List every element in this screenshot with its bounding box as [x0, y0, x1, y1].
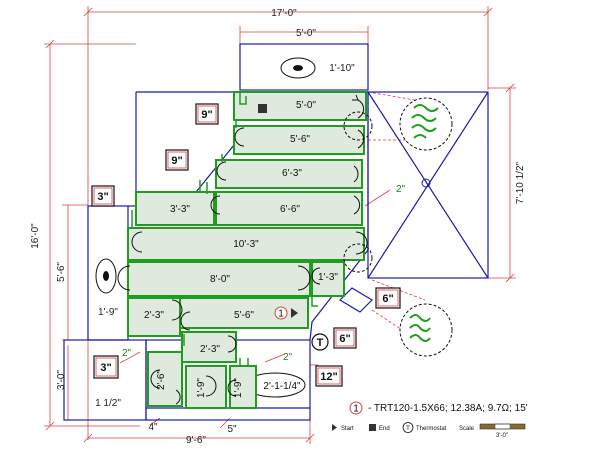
run-label: 1'-3" — [318, 272, 338, 283]
run-area — [215, 191, 363, 226]
thermostat-glyph: T — [317, 337, 324, 349]
svg-text:3": 3" — [97, 191, 108, 203]
run-label: 5'-6" — [290, 134, 310, 145]
direction-arrows — [117, 94, 368, 405]
clearance-box: 9" — [195, 103, 219, 125]
svg-text:9": 9" — [171, 155, 182, 167]
detail-circle — [343, 111, 373, 141]
clearance-box: 12" — [315, 365, 343, 387]
dim-overall-width: 17'-0" — [271, 8, 297, 19]
legend-thermostat-glyph: T — [406, 426, 410, 432]
run-area — [185, 365, 227, 409]
dim-gap-left: 2" — [122, 348, 132, 359]
toilet-left-icon — [95, 258, 117, 294]
dim-bottom-a: 4" — [148, 422, 158, 433]
end-marker — [258, 104, 267, 113]
run-area — [233, 125, 365, 155]
dim-left-mid: 5'-6" — [56, 262, 67, 282]
legend-scale-label: Scale — [459, 426, 475, 432]
circuit-marker — [274, 306, 288, 320]
clearance-box: 3" — [93, 355, 119, 379]
run-area — [311, 261, 345, 297]
circuit-number-on-plan: 1 — [278, 309, 284, 320]
run-label: 1'-9" — [196, 378, 207, 398]
start-marker — [291, 308, 298, 318]
dim-left-overall: 16'-0" — [30, 223, 41, 249]
svg-text:6": 6" — [339, 333, 350, 345]
dim-bottom-overall: 9'-6" — [186, 435, 206, 446]
clearance-boxes: 9" 9" 3" 6" 6" 3" 12 — [91, 103, 401, 387]
legend-circuit-icon — [349, 401, 363, 415]
dim-gap-bottom: 2" — [283, 352, 293, 363]
svg-text:3": 3" — [100, 362, 111, 374]
run-label: 2'-3" — [200, 344, 220, 355]
drain-icon — [421, 178, 431, 188]
legend-circuit-text: - TRT120-1.5X66; 12.38A; 9.7Ω; 15' — [368, 403, 528, 414]
svg-text:12": 12" — [320, 371, 337, 383]
dim-bottom-b: 5" — [227, 424, 237, 435]
thermostat-icon — [311, 333, 329, 351]
run-label: 2'-1-1/4" — [263, 381, 301, 392]
run-label: 6'-6" — [280, 204, 300, 215]
run-label: 8'-0" — [210, 274, 230, 285]
run-area — [135, 191, 215, 226]
detail-circle — [343, 243, 373, 273]
svg-text:6": 6" — [382, 293, 393, 305]
run-labels: 5'-0" 5'-6" 6'-3" 3'-3" 6'-6" 10'-3" 8'-… — [144, 100, 338, 398]
run-label: 10'-3" — [233, 239, 259, 250]
legend: 1 - TRT120-1.5X66; 12.38A; 9.7Ω; 15' Sta… — [332, 401, 528, 439]
dim-gap-right: 2" — [396, 184, 406, 195]
heating-runs — [127, 91, 367, 409]
clearance-box: 3" — [91, 185, 115, 207]
dim-right: 7'-10 1/2" — [515, 161, 526, 204]
legend-end-label: End — [379, 426, 390, 432]
legend-thermostat-label: Thermostat — [416, 426, 447, 432]
run-area — [233, 91, 367, 121]
run-label: 5'-0" — [296, 100, 316, 111]
run-area — [215, 159, 363, 189]
dim-left-side-run: 1'-9" — [98, 307, 118, 318]
clearance-box: 6" — [333, 327, 357, 349]
legend-thermostat-icon — [402, 422, 414, 433]
run-label: 6'-3" — [282, 168, 302, 179]
run-label: 1'-9" — [233, 378, 244, 398]
legend-scale-value: 3'-0" — [496, 433, 508, 439]
run-connectors — [131, 92, 318, 367]
detail-zoom-bottom — [399, 303, 453, 357]
legend-end-icon — [369, 424, 376, 431]
run-area — [127, 227, 365, 261]
legend-start-label: Start — [341, 426, 354, 432]
run-area — [229, 365, 257, 409]
run-label: 5'-6" — [234, 310, 254, 321]
dim-top-inner: 5'-0" — [296, 28, 316, 39]
run-label: 2'-3" — [144, 310, 164, 321]
run-label: 2'-6" — [156, 370, 167, 390]
dimension-labels: 17'-0" 5'-0" 1'-10" 16'-0" 5'-6" 3'-0" 1… — [30, 8, 526, 446]
dim-left-gap: 1 1/2" — [95, 398, 121, 409]
run-label: 3'-3" — [170, 204, 190, 215]
clearance-box: 9" — [165, 149, 189, 171]
dim-left-low: 3'-0" — [56, 370, 67, 390]
run-area — [181, 331, 237, 363]
dim-shower-small: 1'-10" — [329, 63, 355, 74]
legend-start-icon — [332, 424, 337, 431]
scale-bar — [479, 423, 526, 430]
detail-zoom-top — [399, 97, 453, 151]
toilet-icon — [280, 57, 316, 79]
clearance-box: 6" — [375, 287, 401, 309]
legend-circuit-number: 1 — [353, 404, 359, 415]
svg-text:9": 9" — [201, 109, 212, 121]
run-area — [147, 351, 183, 407]
